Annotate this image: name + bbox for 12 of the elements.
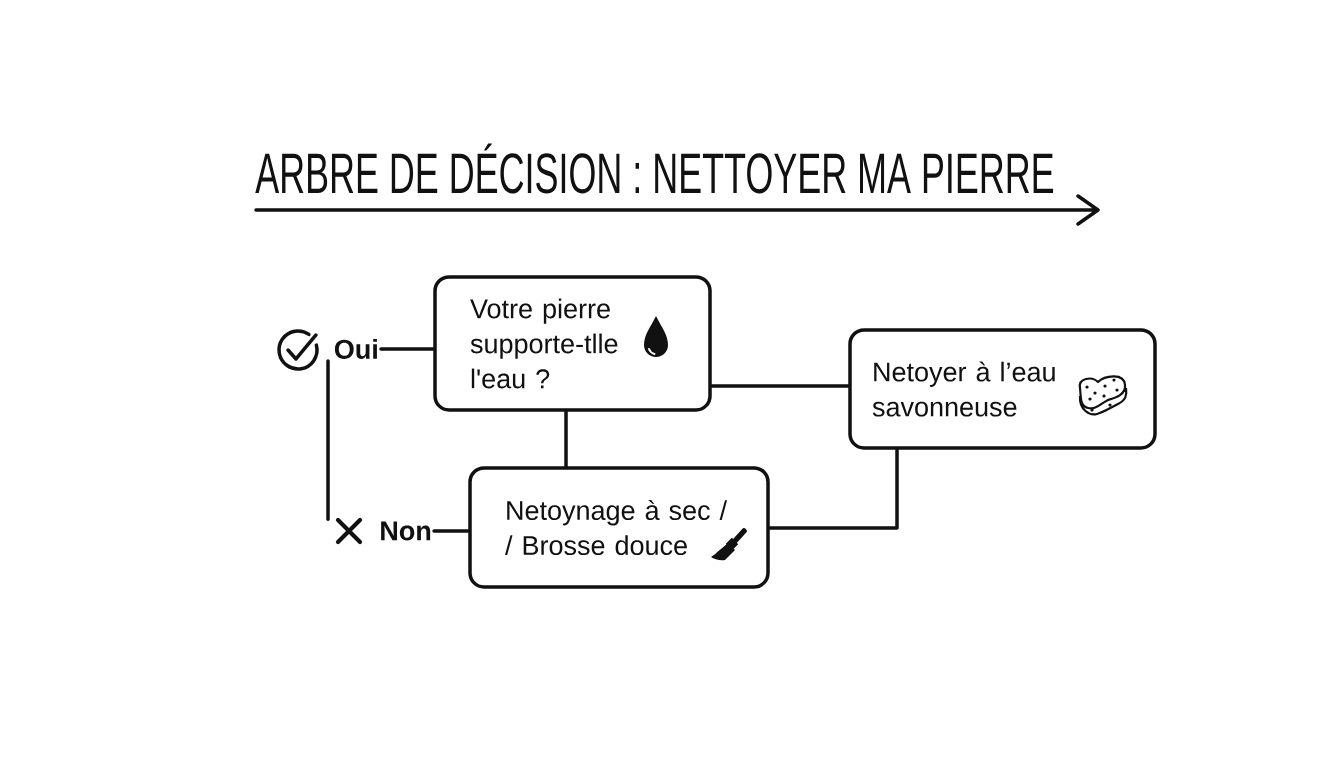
connector-line	[326, 359, 330, 522]
question-box: Votre pierre supporte-tlle l'eau ?	[433, 275, 712, 412]
connector-line	[564, 410, 568, 468]
connector-line	[768, 448, 899, 530]
answer-label: Non	[381, 521, 431, 541]
action-box: Netoyer à l’eau savonneuse	[848, 328, 1157, 450]
connector-line	[432, 529, 470, 533]
answer-label: Oui	[334, 339, 377, 359]
title: ARBRE DE DÉCISION : NETTOYER MA PIERRE	[255, 143, 1054, 194]
action-box: Netoynage à sec / / Brosse douce	[468, 466, 770, 589]
connector-line	[379, 347, 435, 351]
connector-line	[710, 384, 850, 388]
